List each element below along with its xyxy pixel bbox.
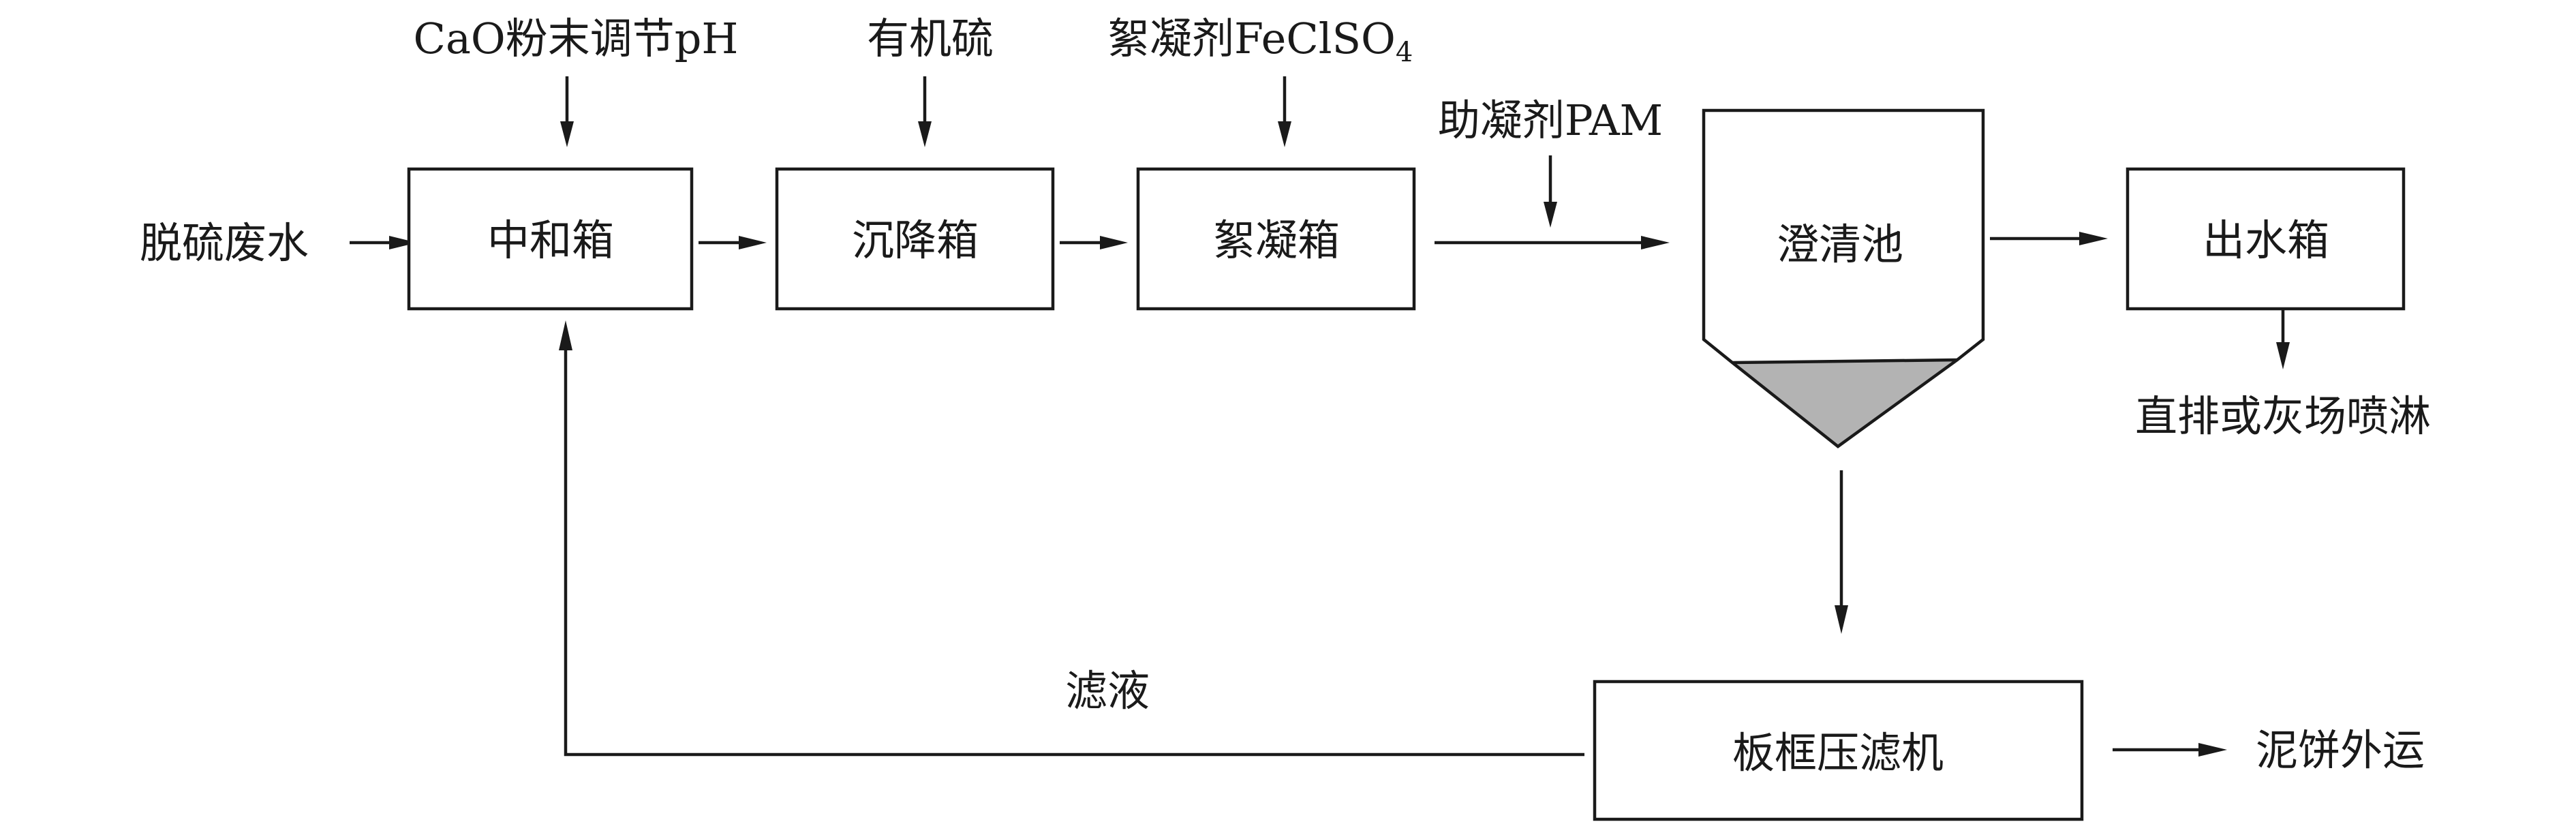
flocculation-to-clarifier-arrow [1435,236,1670,249]
flocculation-label: 絮凝箱 [1213,215,1340,265]
filtrate-label: 滤液 [1065,666,1150,716]
outlet-to-discharge-arrow [2276,310,2290,369]
coagulant-aid-label: 助凝剂PAM [1438,95,1663,145]
raw-water-arrow [350,236,417,249]
coagulant-arrow [1278,76,1291,147]
neutralization-to-settling-arrow [699,236,767,249]
raw-water-label: 脱硫废水 [140,218,309,268]
organic-sulfur-label: 有机硫 [867,14,994,63]
filter-press-box [1593,680,2084,821]
clarifier-outline [1702,108,1985,448]
outlet-box [2126,167,2406,311]
discharge-label: 直排或灰场喷淋 [2135,391,2431,441]
outlet-label: 出水箱 [2203,215,2329,265]
organic-sulfur-arrow [918,76,932,147]
sludge-cake-label: 泥饼外运 [2256,725,2425,775]
clarifier-tank [1702,108,1985,448]
ph-reagent-label: CaO粉末调节pH [414,14,739,63]
ph-reagent-arrow [560,76,574,147]
neutralization-box [407,167,694,311]
settling-label: 沉降箱 [852,215,979,265]
filter-press-to-sludge-arrow [2113,743,2227,757]
clarifier-to-filter-press-arrow [1835,470,1848,634]
filtrate-return-line [559,320,1584,757]
coagulant-label: 絮凝剂FeClSO4 [1107,14,1413,68]
clarifier-sludge-hopper [1732,360,1957,446]
coagulant-aid-arrow [1544,155,1557,228]
neutralization-label: 中和箱 [487,215,614,265]
clarifier-to-outlet-arrow [1990,232,2108,245]
coagulant-label-main: 絮凝剂FeClSO [1107,14,1396,63]
coagulant-label-subscript: 4 [1396,37,1413,68]
settling-to-flocculation-arrow [1060,236,1128,249]
filter-press-label: 板框压滤机 [1732,728,1944,778]
settling-box [775,167,1055,311]
clarifier-sludge-line [1732,358,1958,365]
clarifier-label: 澄清池 [1777,219,1903,269]
flocculation-box [1136,167,1416,311]
